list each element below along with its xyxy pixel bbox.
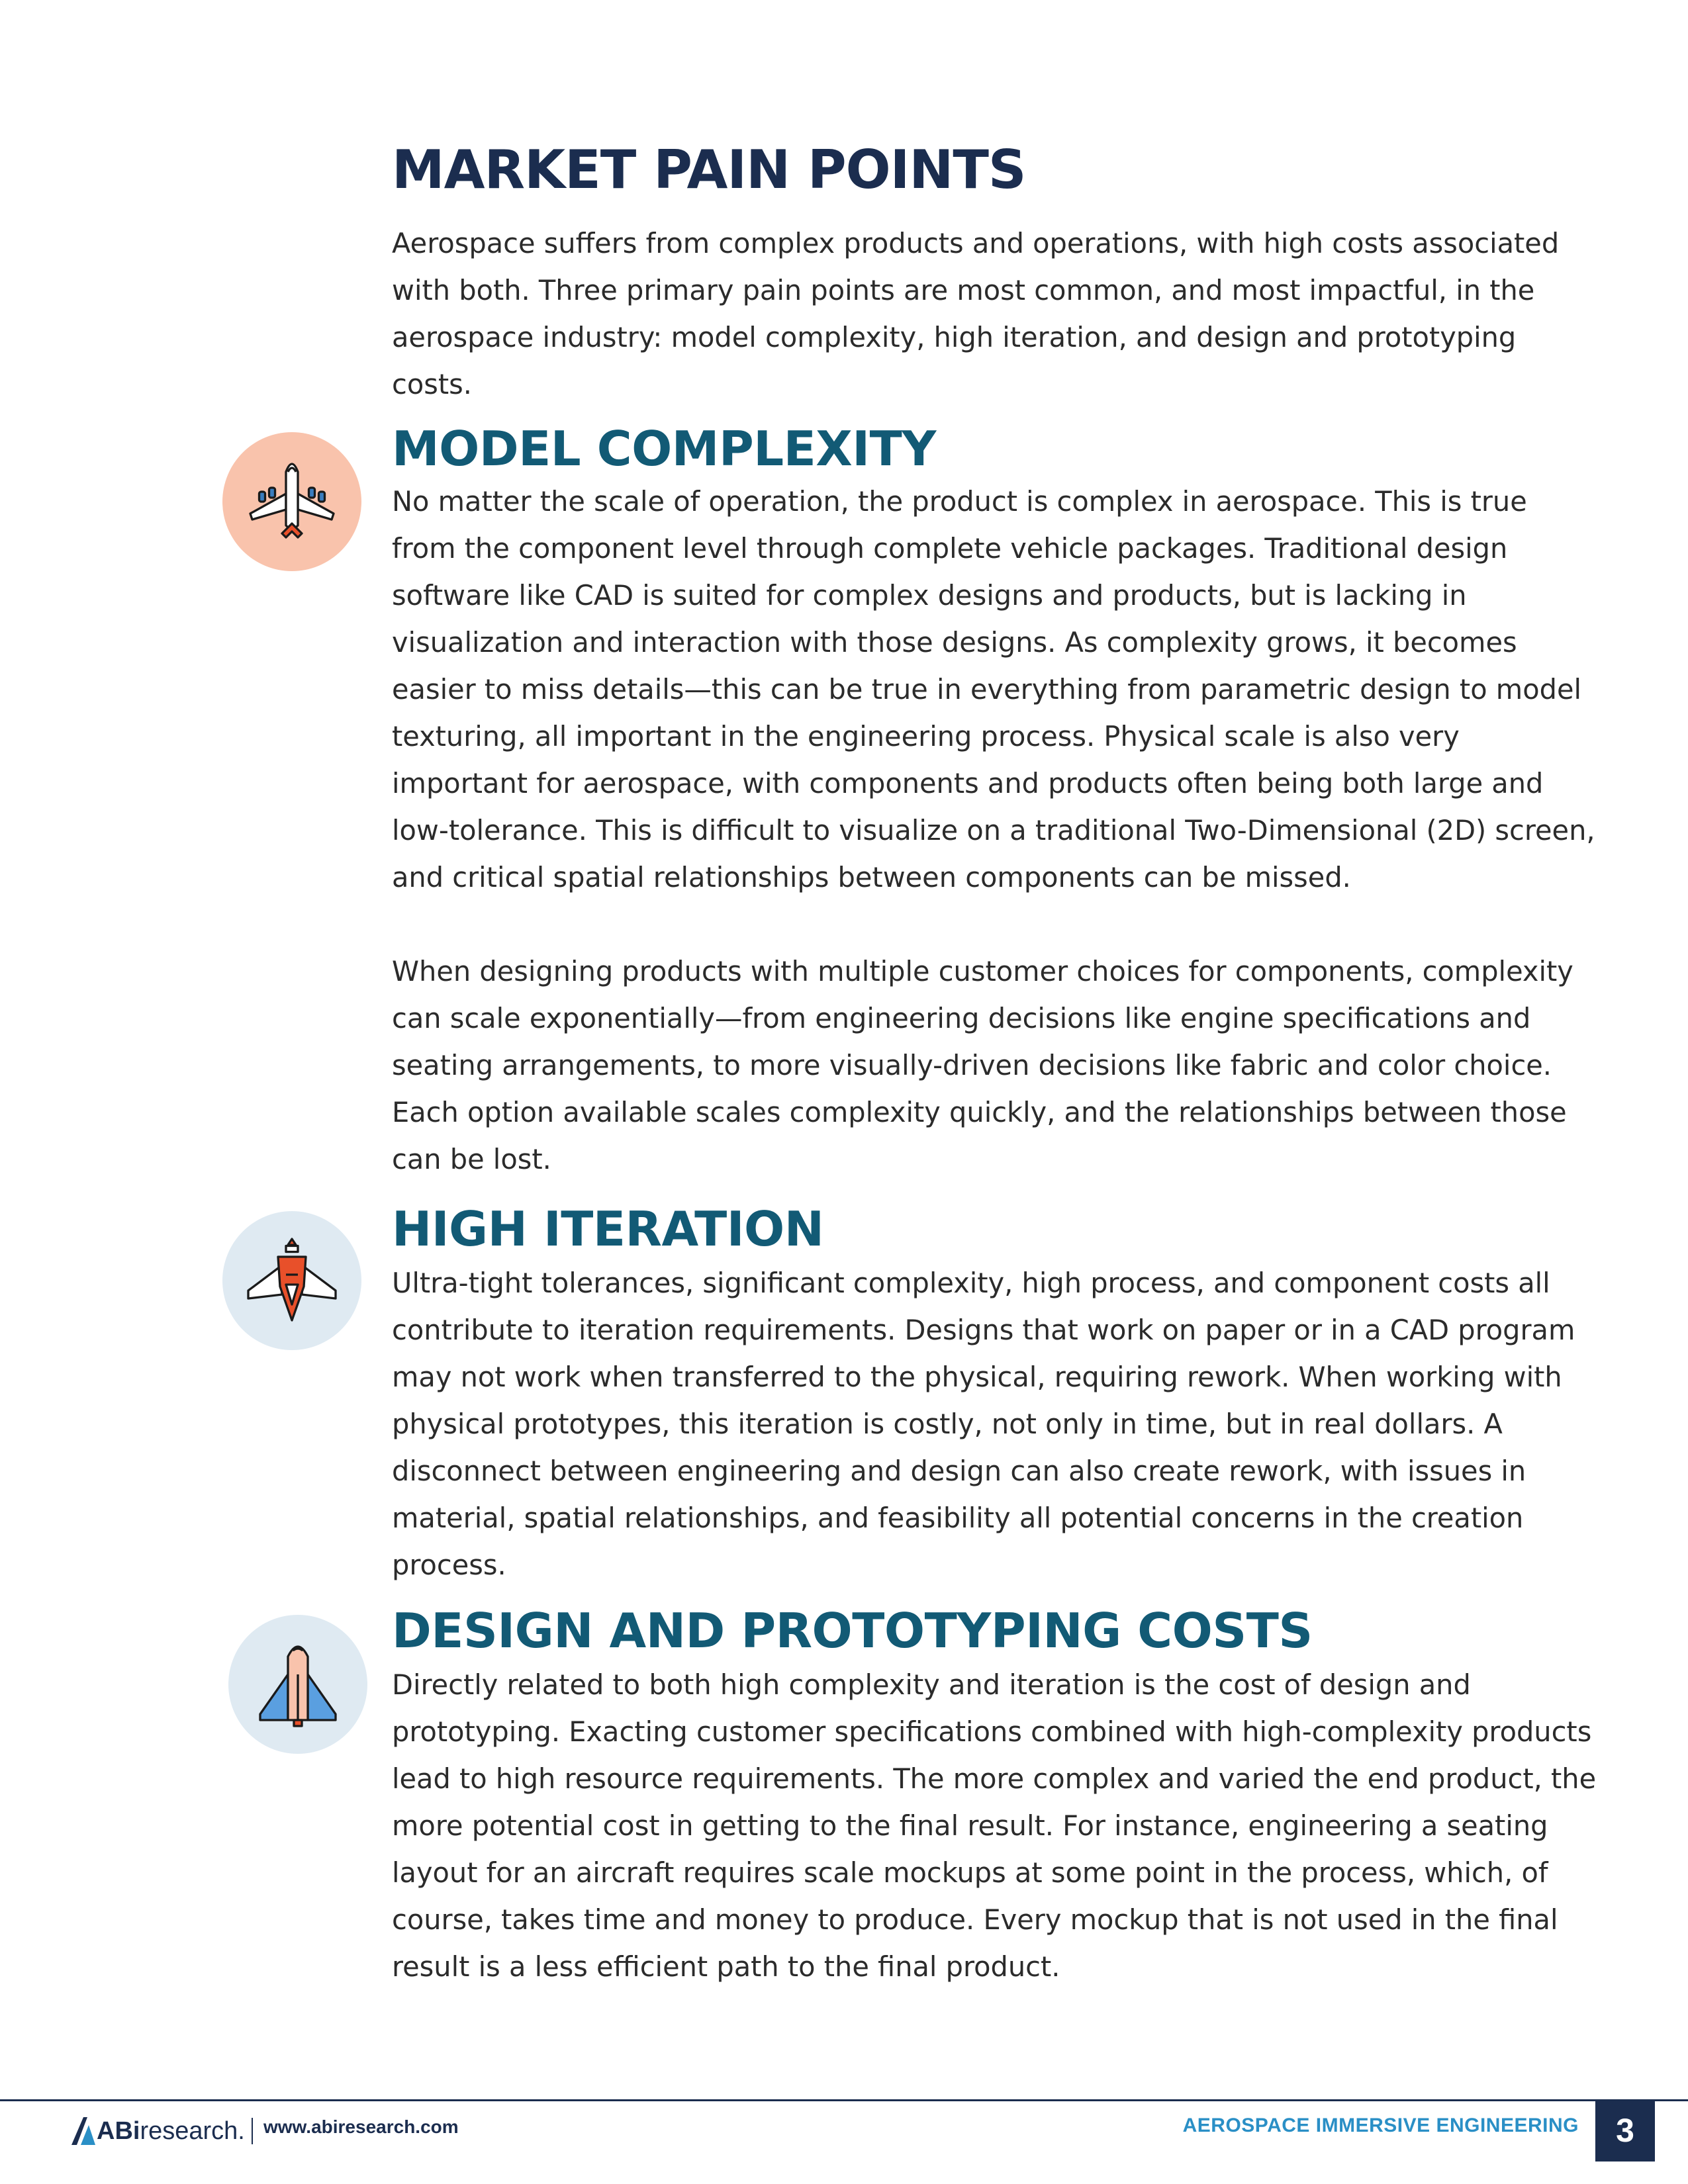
intro-paragraph: Aerospace suffers from complex products … (392, 227, 1560, 400)
jet-icon (222, 1211, 361, 1350)
page-title: MARKET PAIN POINTS (392, 139, 1027, 201)
space-shuttle-icon (228, 1615, 367, 1754)
section-heading-design-prototyping-costs: DESIGN AND PROTOTYPING COSTS (392, 1603, 1313, 1659)
high-iteration-paragraph: Ultra-tight tolerances, significant comp… (392, 1267, 1575, 1581)
section-heading-high-iteration: HIGH ITERATION (392, 1201, 824, 1257)
design-prototyping-costs-paragraph: Directly related to both high complexity… (392, 1668, 1597, 1983)
footer-separator (252, 2118, 253, 2144)
model-complexity-paragraph-2: When designing products with multiple cu… (392, 955, 1573, 1175)
page-number: 3 (1595, 2099, 1655, 2161)
section-heading-model-complexity: MODEL COMPLEXITY (392, 421, 936, 477)
footer-divider (0, 2099, 1688, 2101)
footer-document-title: AEROSPACE IMMERSIVE ENGINEERING (1182, 2115, 1579, 2136)
logo-wordmark: ABiresearch. (97, 2116, 245, 2145)
model-complexity-paragraph-1: No matter the scale of operation, the pr… (392, 485, 1595, 893)
airplane-icon (222, 432, 361, 571)
abi-logo-icon (71, 2117, 95, 2145)
abi-research-logo: ABiresearch. (70, 2108, 245, 2154)
footer-website-link[interactable]: www.abiresearch.com (263, 2116, 459, 2137)
